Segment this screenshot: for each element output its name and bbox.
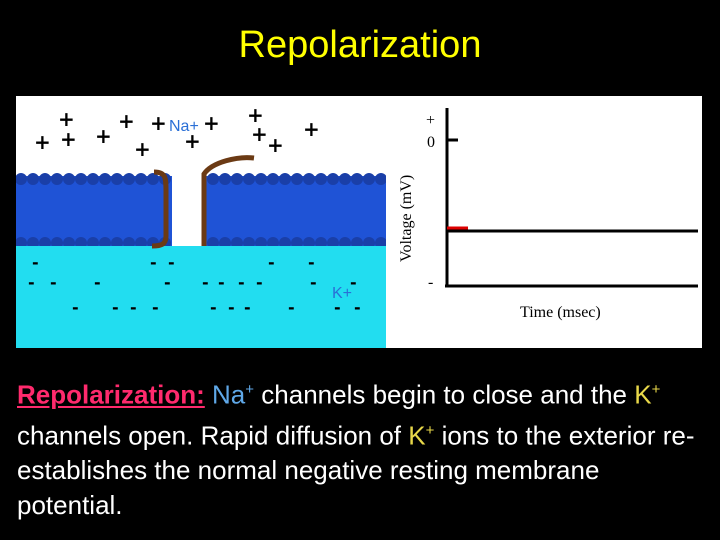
caption-sup-k: +	[651, 381, 661, 398]
intracellular-minus-signs: -------------------------	[28, 253, 361, 317]
plus-sign: +	[184, 129, 201, 153]
phospholipid-head	[207, 173, 219, 185]
phospholipid-head	[243, 173, 255, 185]
phospholipid-head	[339, 173, 351, 185]
minus-sign: -	[94, 273, 101, 292]
phospholipid-head	[231, 173, 243, 185]
phospholipid-head	[351, 173, 363, 185]
phospholipid-head	[99, 173, 111, 185]
phospholipid-head	[111, 173, 123, 185]
plus-sign: +	[247, 103, 264, 127]
plus-sign: +	[34, 130, 51, 154]
phospholipid-head	[87, 173, 99, 185]
minus-sign: -	[112, 298, 119, 317]
k-ion-label: K+	[332, 285, 352, 302]
na-channel-left	[151, 169, 169, 249]
plus-sign: +	[150, 111, 167, 135]
minus-sign: -	[238, 273, 245, 292]
plus-sign: +	[251, 122, 268, 146]
plus-sign: +	[267, 133, 284, 157]
phospholipid-head	[16, 237, 27, 249]
caption-sup-k2: +	[425, 421, 435, 439]
minus-sign: -	[244, 298, 251, 317]
membrane-figure: +++++++++++++ ------------------------- …	[16, 96, 702, 348]
minus-sign: -	[150, 253, 157, 272]
minus-sign: -	[350, 273, 357, 292]
membrane-panel: +++++++++++++ ------------------------- …	[16, 96, 387, 348]
x-axis-label: Time (msec)	[520, 304, 601, 321]
extracellular-plus-signs: +++++++++++++	[34, 103, 320, 161]
phospholipid-head	[51, 173, 63, 185]
y-tick-minus: -	[428, 274, 433, 291]
minus-sign: -	[288, 298, 295, 317]
plus-sign: +	[60, 127, 77, 151]
minus-sign: -	[310, 273, 317, 292]
minus-sign: -	[202, 273, 209, 292]
phospholipid-head	[327, 173, 339, 185]
caption: Repolarization: Na+ channels begin to cl…	[17, 372, 707, 523]
y-axis-label: Voltage (mV)	[398, 175, 415, 262]
phospholipid-head	[375, 173, 387, 185]
slide-title: Repolarization	[238, 24, 482, 66]
channel-gap	[172, 176, 206, 246]
phospholipid-head	[63, 173, 75, 185]
minus-sign: -	[152, 298, 159, 317]
phospholipid-head	[363, 173, 375, 185]
minus-sign: -	[32, 253, 39, 272]
phospholipid-head	[27, 173, 39, 185]
y-tick-plus: +	[426, 112, 435, 129]
phospholipid-head	[267, 173, 279, 185]
minus-sign: -	[50, 273, 57, 292]
minus-sign: -	[218, 273, 225, 292]
phospholipid-head	[315, 173, 327, 185]
minus-sign: -	[28, 273, 35, 292]
caption-text-1: channels begin to close and the	[254, 379, 635, 410]
caption-sup-na: +	[245, 381, 255, 398]
extracellular-region	[16, 96, 386, 178]
caption-ion-k: K	[634, 379, 652, 410]
phospholipid-head	[16, 173, 27, 185]
minus-sign: -	[308, 253, 315, 272]
caption-ion-k2: K	[408, 420, 426, 451]
minus-sign: -	[228, 298, 235, 317]
caption-lead: Repolarization:	[17, 379, 205, 410]
minus-sign: -	[210, 298, 217, 317]
phospholipid-head	[291, 173, 303, 185]
na-channel-right	[201, 155, 255, 246]
phospholipid-head	[75, 173, 87, 185]
caption-text-3: ions to the exterior re-establishes the …	[17, 420, 695, 521]
plus-sign: +	[58, 107, 75, 131]
voltage-graph: Voltage (mV) + 0 - Time (msec)	[386, 96, 702, 348]
minus-sign: -	[334, 298, 341, 317]
plus-sign: +	[134, 137, 151, 161]
na-ion-label: Na+	[169, 118, 199, 135]
phospholipid-head	[219, 173, 231, 185]
phospholipid-heads-top	[16, 173, 387, 185]
plus-sign: +	[118, 109, 135, 133]
caption-ion-na: Na	[212, 379, 246, 410]
caption-text-2: channels open. Rapid diffusion of	[17, 420, 409, 451]
phospholipid-head	[39, 173, 51, 185]
phospholipid-head	[123, 173, 135, 185]
minus-sign: -	[164, 273, 171, 292]
phospholipid-head	[255, 173, 267, 185]
minus-sign: -	[168, 253, 175, 272]
phospholipid-head	[303, 173, 315, 185]
phospholipid-head	[135, 173, 147, 185]
plus-sign: +	[303, 117, 320, 141]
plus-sign: +	[95, 124, 112, 148]
y-tick-zero: 0	[427, 134, 435, 151]
phospholipid-head	[279, 173, 291, 185]
minus-sign: -	[354, 298, 361, 317]
minus-sign: -	[130, 298, 137, 317]
minus-sign: -	[256, 273, 263, 292]
minus-sign: -	[72, 298, 79, 317]
graph-background	[386, 96, 702, 348]
minus-sign: -	[268, 253, 275, 272]
plus-sign: +	[203, 111, 220, 135]
intracellular-region	[16, 246, 386, 348]
phospholipid-head	[147, 173, 159, 185]
